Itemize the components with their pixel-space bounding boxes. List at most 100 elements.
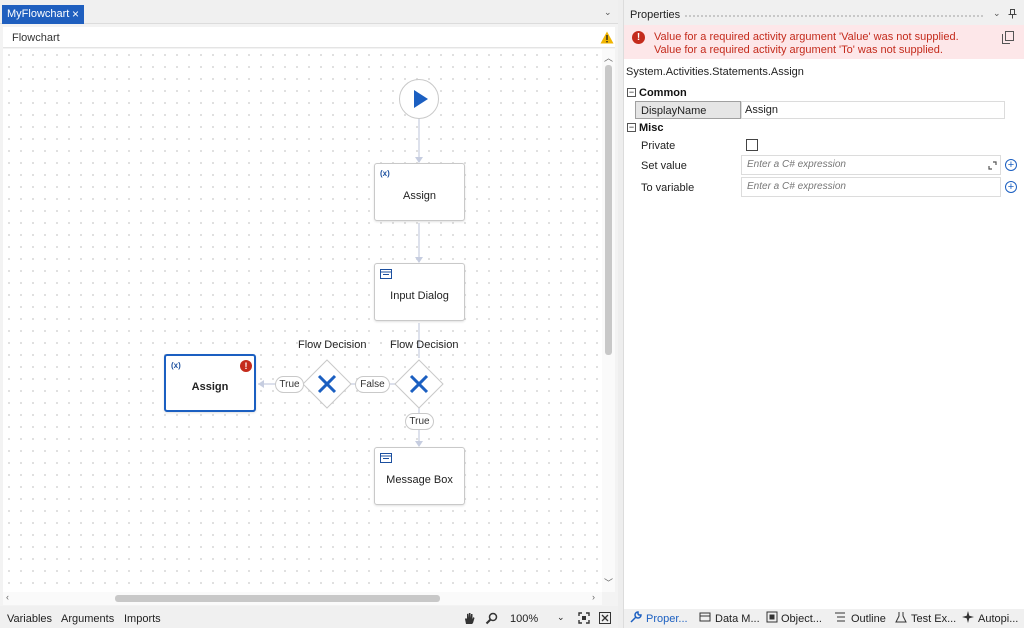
tab-properties[interactable]: Proper... <box>628 609 692 628</box>
branch-label-true-left[interactable]: True <box>275 376 304 393</box>
horizontal-scrollbar[interactable]: ‹ › <box>3 592 602 605</box>
expand-editor-icon[interactable] <box>988 161 997 170</box>
tab-label: Outline <box>851 613 886 625</box>
flow-decision-left[interactable] <box>302 359 352 409</box>
variable-icon: (x) <box>171 361 181 370</box>
flask-icon <box>895 612 907 623</box>
variables-tab[interactable]: Variables <box>7 613 53 625</box>
document-tab-myflowchart[interactable]: MyFlowchart × <box>2 5 84 24</box>
to-variable-placeholder: Enter a C# expression <box>747 181 846 192</box>
displayname-value: Assign <box>745 104 779 116</box>
object-icon <box>766 611 778 623</box>
activity-label: Input Dialog <box>390 290 449 302</box>
dialog-icon <box>380 269 392 279</box>
activity-label: Message Box <box>386 474 453 486</box>
property-label-set-value: Set value <box>641 160 687 172</box>
tab-label: Object... <box>781 613 822 625</box>
input-dialog-activity[interactable]: Input Dialog <box>374 263 465 321</box>
decision-label-right: Flow Decision <box>390 339 459 351</box>
panel-drag-grip[interactable] <box>684 14 984 18</box>
hand-pan-icon[interactable] <box>463 612 476 625</box>
add-expression-icon[interactable]: + <box>1005 159 1017 171</box>
message-icon <box>380 453 392 463</box>
tab-autopilot[interactable]: Autopi... <box>960 609 1024 628</box>
category-label: Misc <box>639 122 664 134</box>
designer-panel: MyFlowchart × ⌄ Flowchart <box>0 0 618 628</box>
error-icon: ! <box>240 360 252 372</box>
decision-x-icon <box>409 374 429 394</box>
flowchart-canvas[interactable]: (x) Assign Input Dialog Flow Decision Fl… <box>3 49 602 592</box>
chevron-down-icon[interactable]: ⌄ <box>993 8 1001 18</box>
variable-icon: (x) <box>380 169 390 178</box>
tab-object-repository[interactable]: Object... <box>764 609 828 628</box>
connector-lines <box>258 114 423 447</box>
close-icon[interactable]: × <box>72 7 80 21</box>
overview-icon[interactable] <box>599 612 611 624</box>
properties-header: Properties ⌄ <box>624 0 1024 25</box>
set-value-input[interactable]: Enter a C# expression <box>741 155 1001 175</box>
validation-error-box: ! Value for a required activity argument… <box>624 25 1024 59</box>
imports-tab[interactable]: Imports <box>124 613 161 625</box>
tab-data-manager[interactable]: Data M... <box>697 609 761 628</box>
scroll-up-icon[interactable]: ︿ <box>604 53 614 63</box>
arguments-tab[interactable]: Arguments <box>61 613 115 625</box>
outline-icon <box>835 612 845 622</box>
pin-icon[interactable] <box>1008 9 1017 19</box>
flow-decision-right[interactable] <box>394 359 444 409</box>
error-message-value: Value for a required activity argument '… <box>654 31 959 43</box>
activity-type-name: System.Activities.Statements.Assign <box>626 66 804 78</box>
error-icon: ! <box>632 31 645 44</box>
breadcrumb[interactable]: Flowchart <box>12 32 60 44</box>
assign-activity-left[interactable]: (x) ! Assign <box>164 354 256 412</box>
document-tab-title: MyFlowchart <box>7 8 70 20</box>
fit-to-screen-icon[interactable] <box>578 612 590 624</box>
property-label: DisplayName <box>641 105 707 117</box>
document-tab-bar: MyFlowchart × ⌄ <box>0 0 618 24</box>
zoom-icon[interactable] <box>485 612 498 625</box>
chevron-down-icon[interactable]: ⌄ <box>604 7 612 17</box>
tab-label: Autopi... <box>978 613 1019 625</box>
activity-label: Assign <box>402 190 437 202</box>
branch-label-true-down[interactable]: True <box>405 413 434 430</box>
sparkle-icon <box>962 611 974 623</box>
collapse-icon[interactable]: − <box>627 87 636 97</box>
branch-label-false[interactable]: False <box>355 376 390 393</box>
tab-label: Test Ex... <box>911 613 957 625</box>
activity-label: Assign <box>191 381 229 393</box>
property-row-displayname: DisplayName <box>635 101 741 119</box>
collapse-icon[interactable]: − <box>627 122 636 132</box>
message-box-activity[interactable]: Message Box <box>374 447 465 505</box>
panel-title: Properties <box>630 9 681 21</box>
warning-icon[interactable] <box>600 31 614 44</box>
decision-x-icon <box>317 374 337 394</box>
database-icon <box>699 612 711 622</box>
decision-label-left: Flow Decision <box>298 339 367 351</box>
tab-outline[interactable]: Outline <box>832 609 890 628</box>
scroll-left-icon[interactable]: ‹ <box>6 592 9 602</box>
error-message-to: Value for a required activity argument '… <box>654 44 943 56</box>
property-label-to-variable: To variable <box>641 182 695 194</box>
displayname-input[interactable]: Assign <box>741 101 1005 119</box>
wrench-icon <box>630 611 642 623</box>
properties-panel: Properties ⌄ ! Value for a required acti… <box>623 0 1024 628</box>
vertical-scroll-thumb[interactable] <box>605 65 612 355</box>
zoom-level[interactable]: 100% <box>510 613 539 625</box>
horizontal-scroll-thumb[interactable] <box>115 595 440 602</box>
play-icon <box>414 90 428 108</box>
property-label-private: Private <box>641 140 676 152</box>
tab-test-explorer[interactable]: Test Ex... <box>893 609 957 628</box>
to-variable-input[interactable]: Enter a C# expression <box>741 177 1001 197</box>
set-value-placeholder: Enter a C# expression <box>747 159 846 170</box>
breadcrumb-bar: Flowchart <box>3 27 615 48</box>
assign-activity-top[interactable]: (x) Assign <box>374 163 465 221</box>
start-node[interactable] <box>398 78 440 120</box>
add-expression-icon[interactable]: + <box>1005 181 1017 193</box>
private-checkbox[interactable] <box>746 139 758 151</box>
scroll-right-icon[interactable]: › <box>592 592 595 602</box>
copy-icon[interactable] <box>1002 31 1014 44</box>
zoom-dropdown-icon[interactable]: ⌄ <box>557 612 565 622</box>
scroll-down-icon[interactable]: ﹀ <box>604 578 614 588</box>
designer-footer: Variables Arguments Imports 100% ⌄ <box>0 606 618 628</box>
tab-label: Proper... <box>646 613 688 625</box>
vertical-scrollbar[interactable]: ︿ ﹀ <box>602 49 615 592</box>
